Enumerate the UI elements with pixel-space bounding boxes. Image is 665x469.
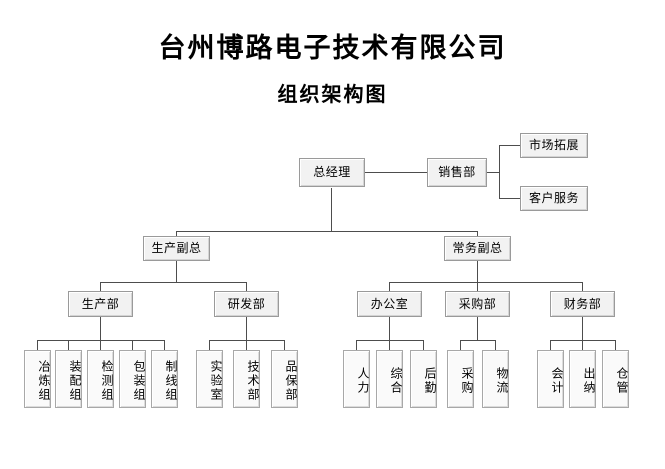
connector-to-production-dept <box>100 282 101 291</box>
connector-sales-to-service <box>499 198 520 199</box>
connector-to-quality <box>284 340 285 350</box>
node-inspection-group[interactable]: 检测组 <box>87 350 114 408</box>
connector-to-vp-executive <box>477 231 478 236</box>
connector-to-finance-dept <box>582 282 583 291</box>
node-vp-executive[interactable]: 常务副总 <box>444 236 511 261</box>
connector-sales-bus <box>499 145 500 199</box>
node-office-dept[interactable]: 办公室 <box>357 291 422 317</box>
connector-sales-to-market <box>499 145 520 146</box>
connector-gm-trunk <box>331 188 332 231</box>
connector-to-packaging <box>132 340 133 350</box>
connector-to-logistics <box>495 340 496 350</box>
connector-vpexec-bus <box>389 282 582 283</box>
connector-to-purchasing-dept <box>477 282 478 291</box>
node-assembly-group[interactable]: 装配组 <box>55 350 82 408</box>
page-subtitle: 组织架构图 <box>277 82 388 106</box>
node-rd-dept[interactable]: 研发部 <box>214 291 279 317</box>
connector-sales-stub <box>487 172 499 173</box>
connector-office-drop <box>389 316 390 340</box>
connector-purchasing-bus <box>460 340 495 341</box>
node-customer-service[interactable]: 客户服务 <box>520 186 588 211</box>
connector-to-procurement <box>460 340 461 350</box>
node-cashier[interactable]: 出纳 <box>569 350 596 408</box>
connector-vpprod-drop <box>176 260 177 282</box>
connector-to-technology <box>246 340 247 350</box>
connector-to-assembly <box>68 340 69 350</box>
page-title: 台州博路电子技术有限公司 <box>158 33 507 64</box>
node-production-dept[interactable]: 生产部 <box>68 291 133 317</box>
node-vp-production[interactable]: 生产副总 <box>143 236 210 261</box>
connector-vp-bus <box>176 231 477 232</box>
node-accounting[interactable]: 会计 <box>537 350 564 408</box>
connector-to-smelting <box>37 340 38 350</box>
connector-rd-drop <box>246 316 247 340</box>
connector-vpprod-bus <box>100 282 246 283</box>
node-procurement[interactable]: 采购 <box>447 350 474 408</box>
node-warehouse[interactable]: 仓管 <box>602 350 629 408</box>
connector-to-logistics-support <box>423 340 424 350</box>
connector-vpexec-drop <box>477 260 478 282</box>
connector-to-office-dept <box>389 282 390 291</box>
node-sales-dept[interactable]: 销售部 <box>427 158 487 187</box>
node-logistics[interactable]: 物流 <box>482 350 509 408</box>
connector-to-accounting <box>550 340 551 350</box>
connector-to-general-affairs <box>389 340 390 350</box>
connector-to-cashier <box>582 340 583 350</box>
node-finance-dept[interactable]: 财务部 <box>550 291 615 317</box>
connector-to-rd-dept <box>246 282 247 291</box>
node-general-manager[interactable]: 总经理 <box>299 158 365 187</box>
connector-to-wire <box>164 340 165 350</box>
node-general-affairs[interactable]: 综合 <box>376 350 403 408</box>
node-purchasing-dept[interactable]: 采购部 <box>445 291 510 317</box>
node-packaging-group[interactable]: 包装组 <box>119 350 146 408</box>
connector-to-vp-production <box>176 231 177 236</box>
node-quality-dept[interactable]: 品保部 <box>271 350 298 408</box>
node-laboratory[interactable]: 实验室 <box>196 350 223 408</box>
connector-purchasing-drop <box>477 316 478 340</box>
connector-to-inspection <box>100 340 101 350</box>
connector-to-laboratory <box>209 340 210 350</box>
connector-to-hr <box>356 340 357 350</box>
node-human-resources[interactable]: 人力 <box>343 350 370 408</box>
node-logistics-support[interactable]: 后勤 <box>410 350 437 408</box>
node-technology-dept[interactable]: 技术部 <box>233 350 260 408</box>
node-wire-group[interactable]: 制线组 <box>151 350 178 408</box>
connector-to-warehouse <box>615 340 616 350</box>
node-smelting-group[interactable]: 冶炼组 <box>24 350 51 408</box>
node-market-development[interactable]: 市场拓展 <box>520 133 588 158</box>
connector-gm-to-sales <box>365 172 427 173</box>
connector-production-drop <box>100 316 101 340</box>
connector-finance-drop <box>582 316 583 340</box>
